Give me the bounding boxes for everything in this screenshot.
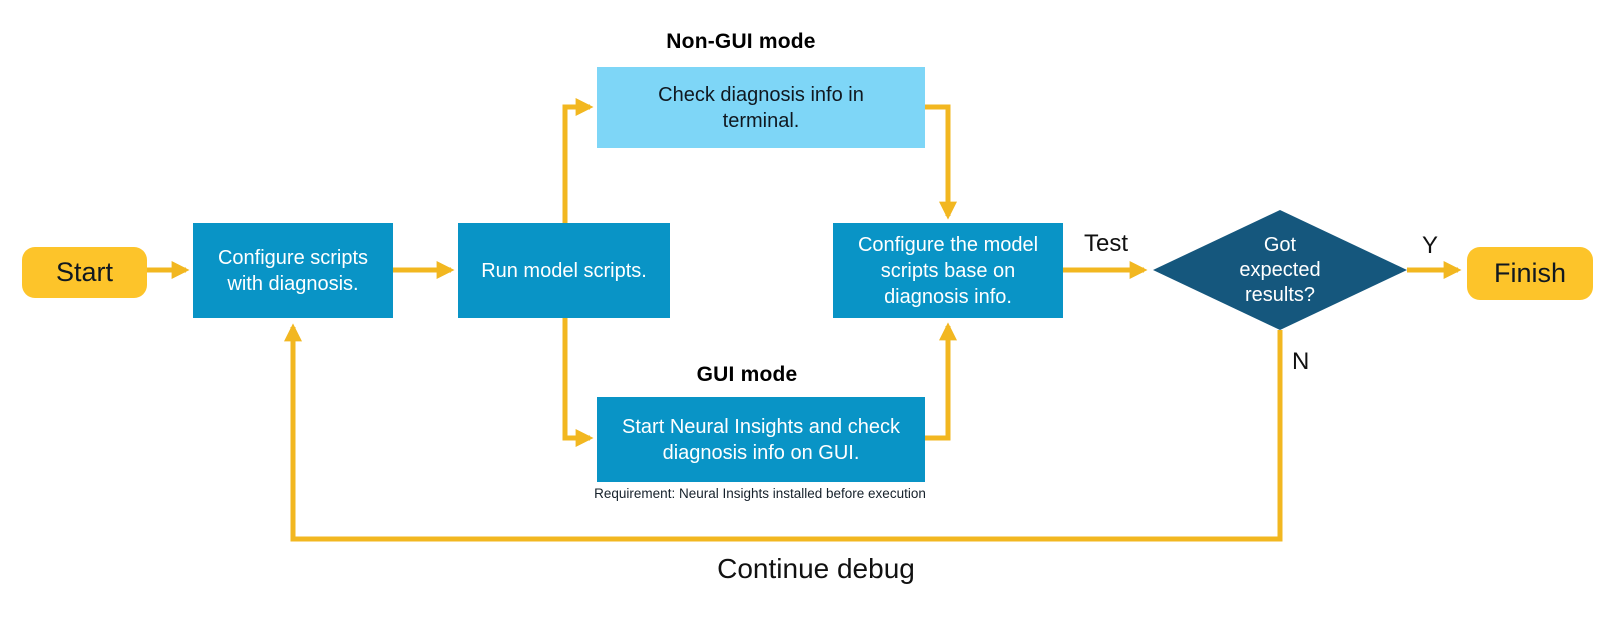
start-node: Start: [22, 247, 147, 298]
yes-edge-label: Y: [1422, 232, 1439, 259]
edge-check-terminal-to-configure-model: [925, 104, 957, 220]
requirement-note: Requirement: Neural Insights installed b…: [594, 486, 926, 501]
decision-diamond: [1153, 210, 1407, 330]
edge-run-model-to-neural-insights: [562, 318, 594, 447]
edge-decision-to-configure-scripts-loop: [284, 323, 1283, 542]
non-gui-mode-title: Non-GUI mode: [666, 30, 816, 53]
decision-label: Got expected results?: [1239, 233, 1321, 306]
no-edge-label: N: [1292, 348, 1310, 375]
continue-debug-label: Continue debug: [717, 553, 915, 584]
test-edge-label: Test: [1084, 230, 1129, 257]
finish-node: Finish: [1467, 247, 1593, 300]
configure-scripts-node: Configure scripts with diagnosis.: [193, 223, 393, 318]
edge-run-model-to-check-terminal: [562, 98, 594, 223]
edge-neural-insights-to-configure-model: [925, 322, 957, 441]
run-model-scripts-node: Run model scripts.: [458, 223, 670, 318]
configure-model-node: Configure the model scripts base on diag…: [833, 223, 1063, 318]
gui-mode-title: GUI mode: [696, 363, 798, 386]
check-terminal-node: Check diagnosis info in terminal.: [597, 67, 925, 148]
start-neural-insights-node: Start Neural Insights and check diagnosi…: [597, 397, 925, 482]
